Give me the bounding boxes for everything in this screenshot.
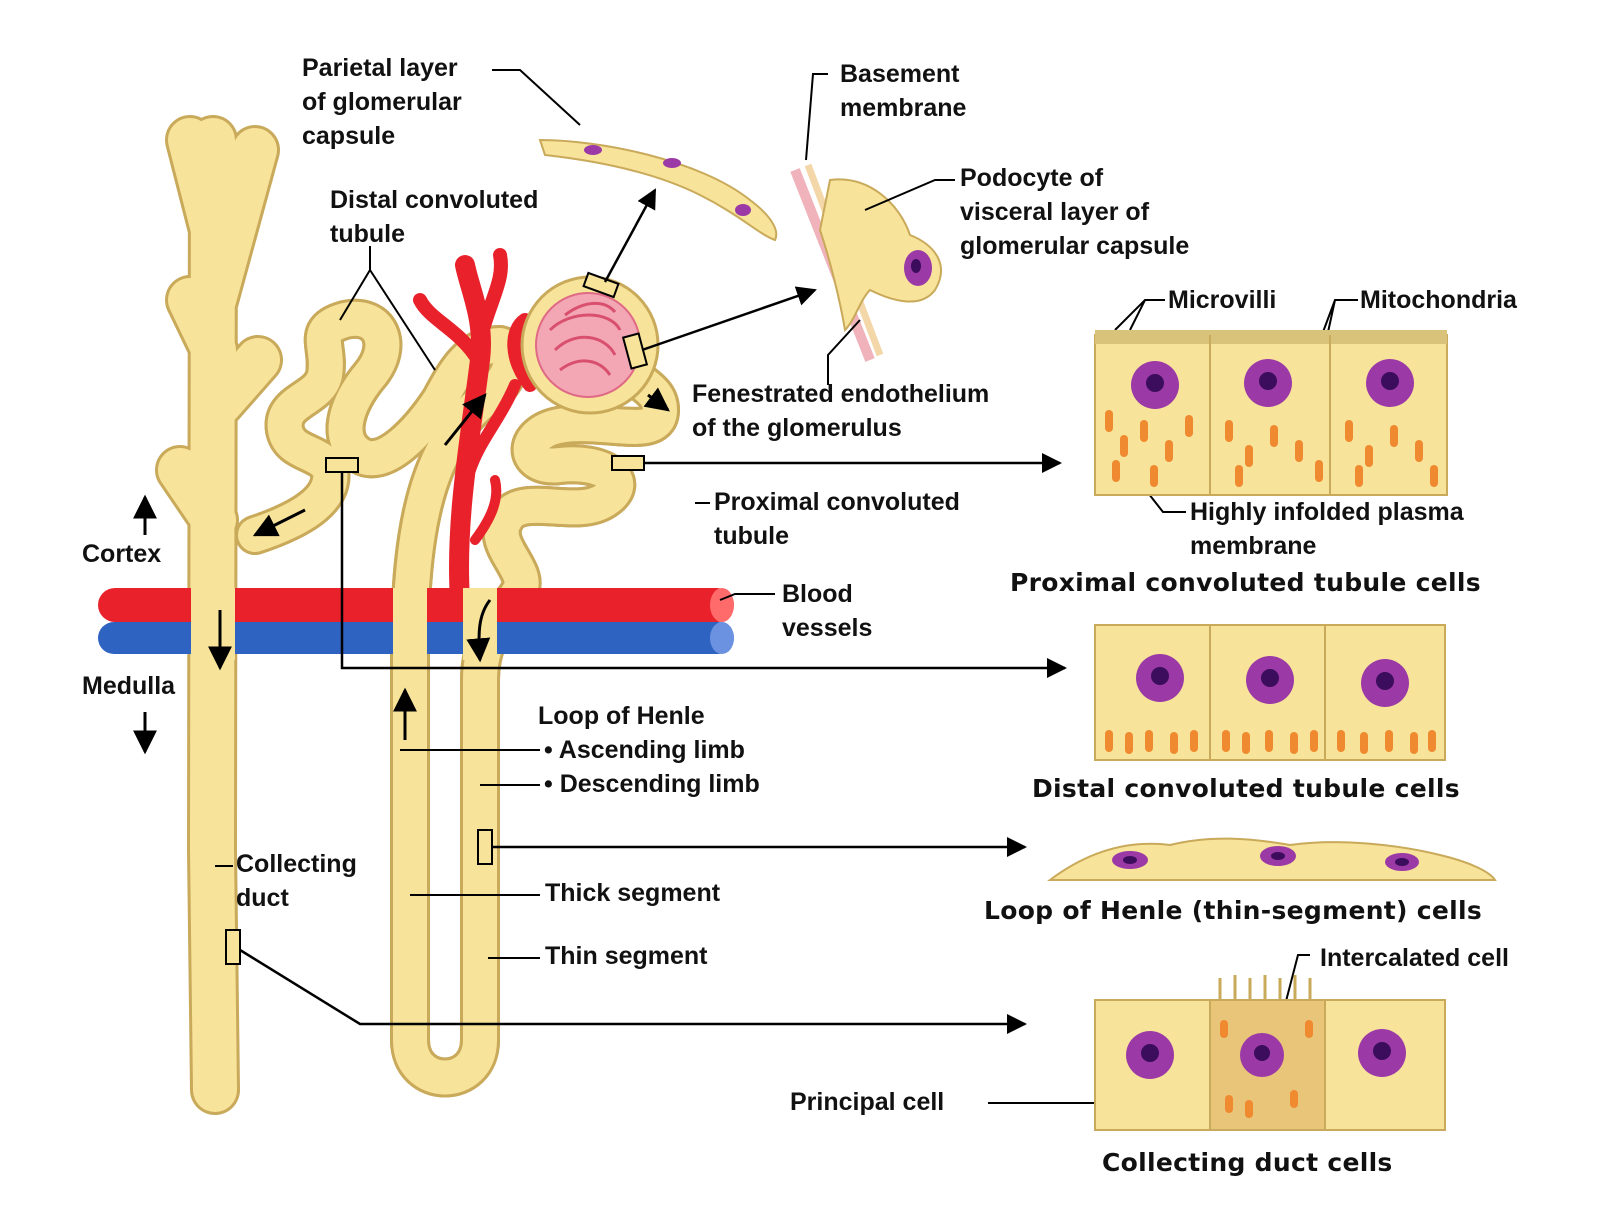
label-line: Podocyte of	[960, 164, 1104, 192]
label-line: vessels	[782, 613, 873, 642]
panel-arrows	[239, 188, 1067, 1034]
blood-vessels	[98, 588, 734, 660]
label-line: Proximal convoluted	[714, 488, 960, 516]
caption-dct-cells: Distal convoluted tubule cells	[1032, 774, 1460, 803]
dct-cells-panel	[1094, 624, 1446, 761]
loh-cells-panel	[1046, 837, 1497, 881]
label-collecting-duct: Collecting duct	[236, 848, 357, 916]
label-line: glomerular capsule	[960, 231, 1190, 260]
label-intercalated-cell: Intercalated cell	[1320, 944, 1509, 972]
label-microvilli: Microvilli	[1168, 286, 1277, 314]
caption-pct-cells: Proximal convoluted tubule cells	[1010, 568, 1481, 597]
arterioles	[413, 248, 537, 610]
label-line: Basement	[840, 60, 960, 88]
label-line: Parietal layer	[302, 54, 458, 82]
label-line: membrane	[1190, 531, 1317, 560]
parietal-layer-fragment	[538, 138, 778, 242]
label-basement-membrane: Basement membrane	[840, 58, 966, 126]
podocyte-fragment	[790, 163, 942, 362]
cd-cells-panel	[1094, 975, 1446, 1131]
glomerulus	[520, 275, 660, 415]
label-parietal-layer: Parietal layer of glomerular capsule	[302, 52, 462, 153]
label-medulla: Medulla	[82, 672, 176, 700]
nephron-tubule	[235, 319, 680, 1078]
label-line: Blood	[782, 580, 853, 608]
label-principal-cell: Principal cell	[790, 1088, 945, 1116]
label-line: Highly infolded plasma	[1190, 498, 1464, 526]
label-thin-segment: Thin segment	[545, 942, 708, 970]
label-line: of glomerular	[302, 87, 462, 116]
label-line: • Descending limb	[544, 769, 760, 798]
label-line: of the glomerulus	[692, 413, 902, 442]
label-line: tubule	[714, 521, 789, 550]
label-line: duct	[236, 883, 289, 912]
label-line: Fenestrated endothelium	[692, 380, 990, 408]
caption-loh-cells: Loop of Henle (thin-segment) cells	[984, 896, 1483, 925]
label-mitochondria: Mitochondria	[1360, 286, 1517, 314]
label-cortex: Cortex	[82, 540, 162, 568]
label-podocyte: Podocyte of visceral layer of glomerular…	[960, 162, 1189, 263]
pct-cells-panel	[1094, 330, 1448, 496]
collecting-duct	[155, 115, 283, 1115]
label-line: Collecting	[236, 850, 357, 878]
label-loop-of-henle: Loop of Henle • Ascending limb • Descend…	[538, 700, 760, 801]
label-line: tubule	[330, 219, 405, 248]
label-line: visceral layer of	[960, 197, 1150, 226]
label-infolded-membrane: Highly infolded plasma membrane	[1190, 496, 1464, 564]
label-line: Distal convoluted	[330, 186, 539, 214]
label-line: Loop of Henle	[538, 702, 705, 730]
label-fenestrated-endothelium: Fenestrated endothelium of the glomerulu…	[692, 378, 989, 446]
label-blood-vessels: Blood vessels	[782, 578, 872, 646]
label-line: capsule	[302, 121, 396, 150]
label-distal-tubule: Distal convoluted tubule	[330, 184, 538, 252]
label-thick-segment: Thick segment	[545, 879, 721, 907]
label-proximal-tubule: Proximal convoluted tubule	[714, 486, 960, 554]
sample-boxes	[225, 271, 649, 965]
caption-cd-cells: Collecting duct cells	[1102, 1148, 1393, 1177]
label-line: membrane	[840, 93, 967, 122]
label-line: • Ascending limb	[544, 735, 745, 764]
flow-arrows	[133, 387, 670, 755]
